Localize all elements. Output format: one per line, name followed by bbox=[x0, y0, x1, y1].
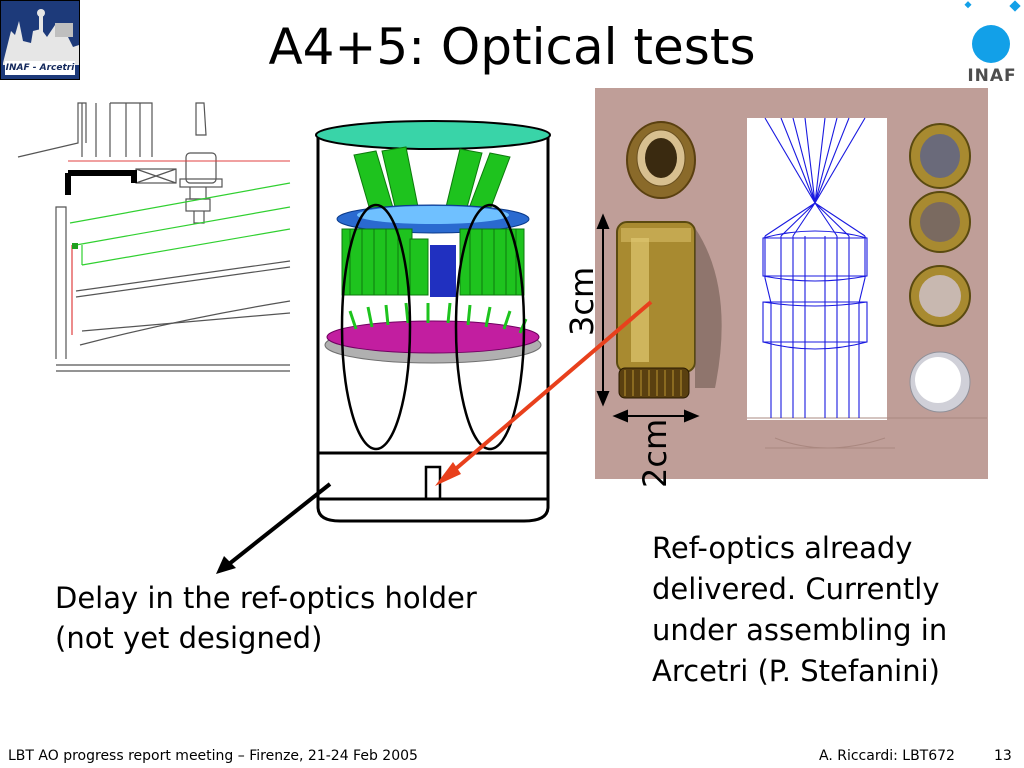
ray-trace-panel bbox=[747, 118, 887, 420]
inaf-arcetri-logo: INAF - Arcetri bbox=[0, 0, 80, 80]
refoptics-caption: Ref-optics already delivered. Currently … bbox=[652, 528, 1012, 692]
page-number: 13 bbox=[994, 748, 1012, 764]
delay-arrow bbox=[216, 482, 332, 574]
refoptics-caption-line: Ref-optics already bbox=[652, 531, 913, 565]
inaf-logo bbox=[964, 0, 1021, 63]
logo-right-text: INAF bbox=[967, 66, 1017, 86]
refoptics-caption-line: under assembling in bbox=[652, 613, 948, 647]
refoptics-caption-line: Arcetri (P. Stefanini) bbox=[652, 654, 940, 688]
footer-meeting: LBT AO progress report meeting – Firenze… bbox=[8, 748, 418, 764]
logo-left-text: INAF - Arcetri bbox=[5, 61, 75, 75]
height-dimension-label: 3cm bbox=[563, 266, 601, 336]
refoptics-caption-line: delivered. Currently bbox=[652, 572, 940, 606]
cad-section-drawing bbox=[17, 102, 291, 372]
delay-caption-line: Delay in the ref-optics holder bbox=[55, 581, 477, 615]
width-dimension-label: 2cm bbox=[636, 418, 674, 488]
photo-details bbox=[435, 117, 987, 486]
slide-title: A4+5: Optical tests bbox=[268, 18, 756, 76]
holder-cylinder-drawing bbox=[315, 120, 551, 523]
delay-caption: Delay in the ref-optics holder (not yet … bbox=[55, 578, 515, 658]
delay-caption-line: (not yet designed) bbox=[55, 621, 323, 655]
footer-author: A. Riccardi: LBT672 bbox=[819, 748, 955, 764]
